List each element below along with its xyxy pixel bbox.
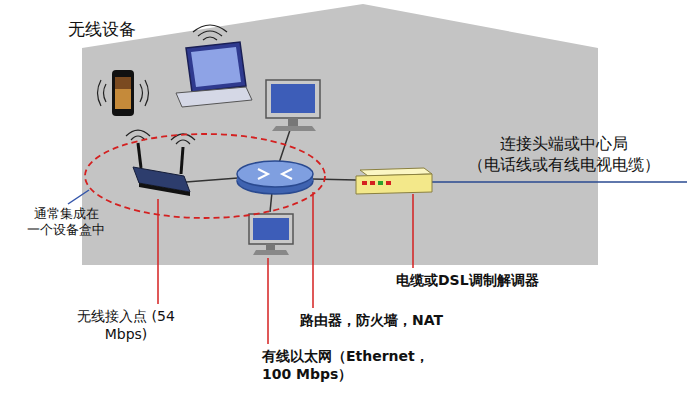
desktop-pc-icon	[249, 214, 293, 255]
uplink-cable	[432, 181, 687, 183]
router-icon	[237, 161, 313, 194]
access-point-icon	[126, 130, 195, 196]
modem-icon	[356, 168, 432, 194]
grouping-ellipse	[85, 134, 325, 218]
laptop-icon	[176, 25, 252, 107]
callout-label: 路由器，防火墙，NAT	[300, 312, 443, 330]
callout-label: 连接头端或中心局 （电话线或有线电视电缆）	[448, 134, 680, 176]
house-title: 无线设备	[68, 19, 136, 40]
callout-label: 电缆或DSL调制解调器	[396, 272, 539, 290]
callout-label: 有线以太网（Ethernet， 100 Mbps）	[262, 348, 430, 383]
callout-label: 通常集成在 一个设备盒中	[16, 206, 116, 239]
desktop-pc-icon	[266, 80, 320, 131]
phone-icon	[98, 70, 149, 116]
callout-label: 无线接入点 (54 Mbps)	[74, 308, 178, 343]
